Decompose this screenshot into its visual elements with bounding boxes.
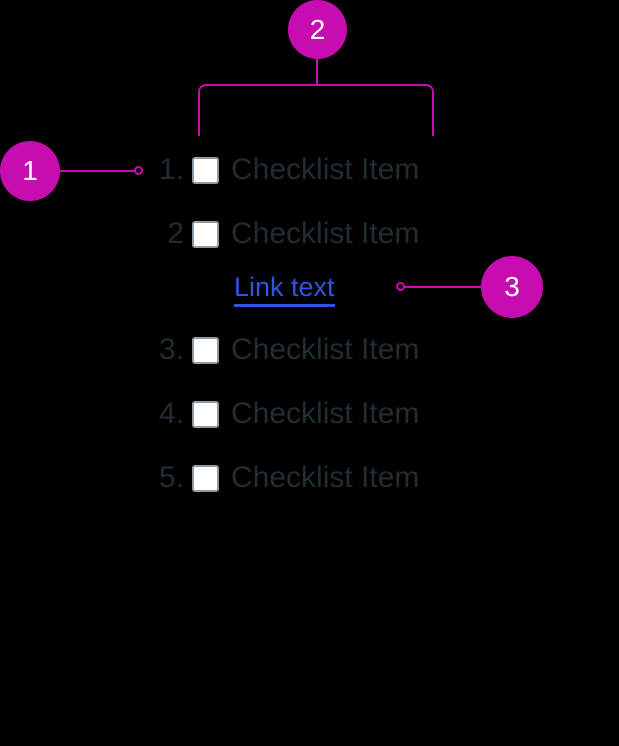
checklist-row-4[interactable]: 4. Checklist Item [150, 394, 419, 434]
list-marker-4: 4. [158, 397, 184, 430]
checkbox-4[interactable] [192, 400, 219, 428]
checklist-item-label-4: Checklist Item [231, 397, 420, 430]
checkbox-1[interactable] [192, 156, 219, 184]
checklist-item-label-5: Checklist Item [231, 461, 420, 494]
checklist-row-1[interactable]: 1. Checklist Item [150, 150, 419, 190]
callout-badge-2[interactable]: 2 [288, 0, 347, 59]
checkbox-3[interactable] [192, 336, 219, 364]
list-marker-5: 5. [158, 461, 184, 494]
checklist-item-label-2: Checklist Item [231, 217, 420, 250]
link-text[interactable]: Link text [234, 273, 335, 307]
checklist-row-5[interactable]: 5. Checklist Item [150, 458, 419, 498]
checklist-row-3[interactable]: 3. Checklist Item [150, 330, 419, 370]
callout-badge-1[interactable]: 1 [0, 141, 60, 201]
checklist-item-label-3: Checklist Item [231, 333, 420, 366]
checkbox-2[interactable] [192, 220, 219, 248]
list-marker-3: 3. [158, 333, 184, 366]
list-marker-1: 1. [158, 153, 184, 186]
checklist-item-label-1: Checklist Item [231, 153, 420, 186]
link-row[interactable]: Link text [234, 270, 335, 310]
checklist-row-2[interactable]: 2 Checklist Item [150, 214, 419, 254]
callout-badge-3[interactable]: 3 [481, 256, 543, 318]
checkbox-5[interactable] [192, 464, 219, 492]
list-marker-2: 2 [167, 217, 184, 250]
